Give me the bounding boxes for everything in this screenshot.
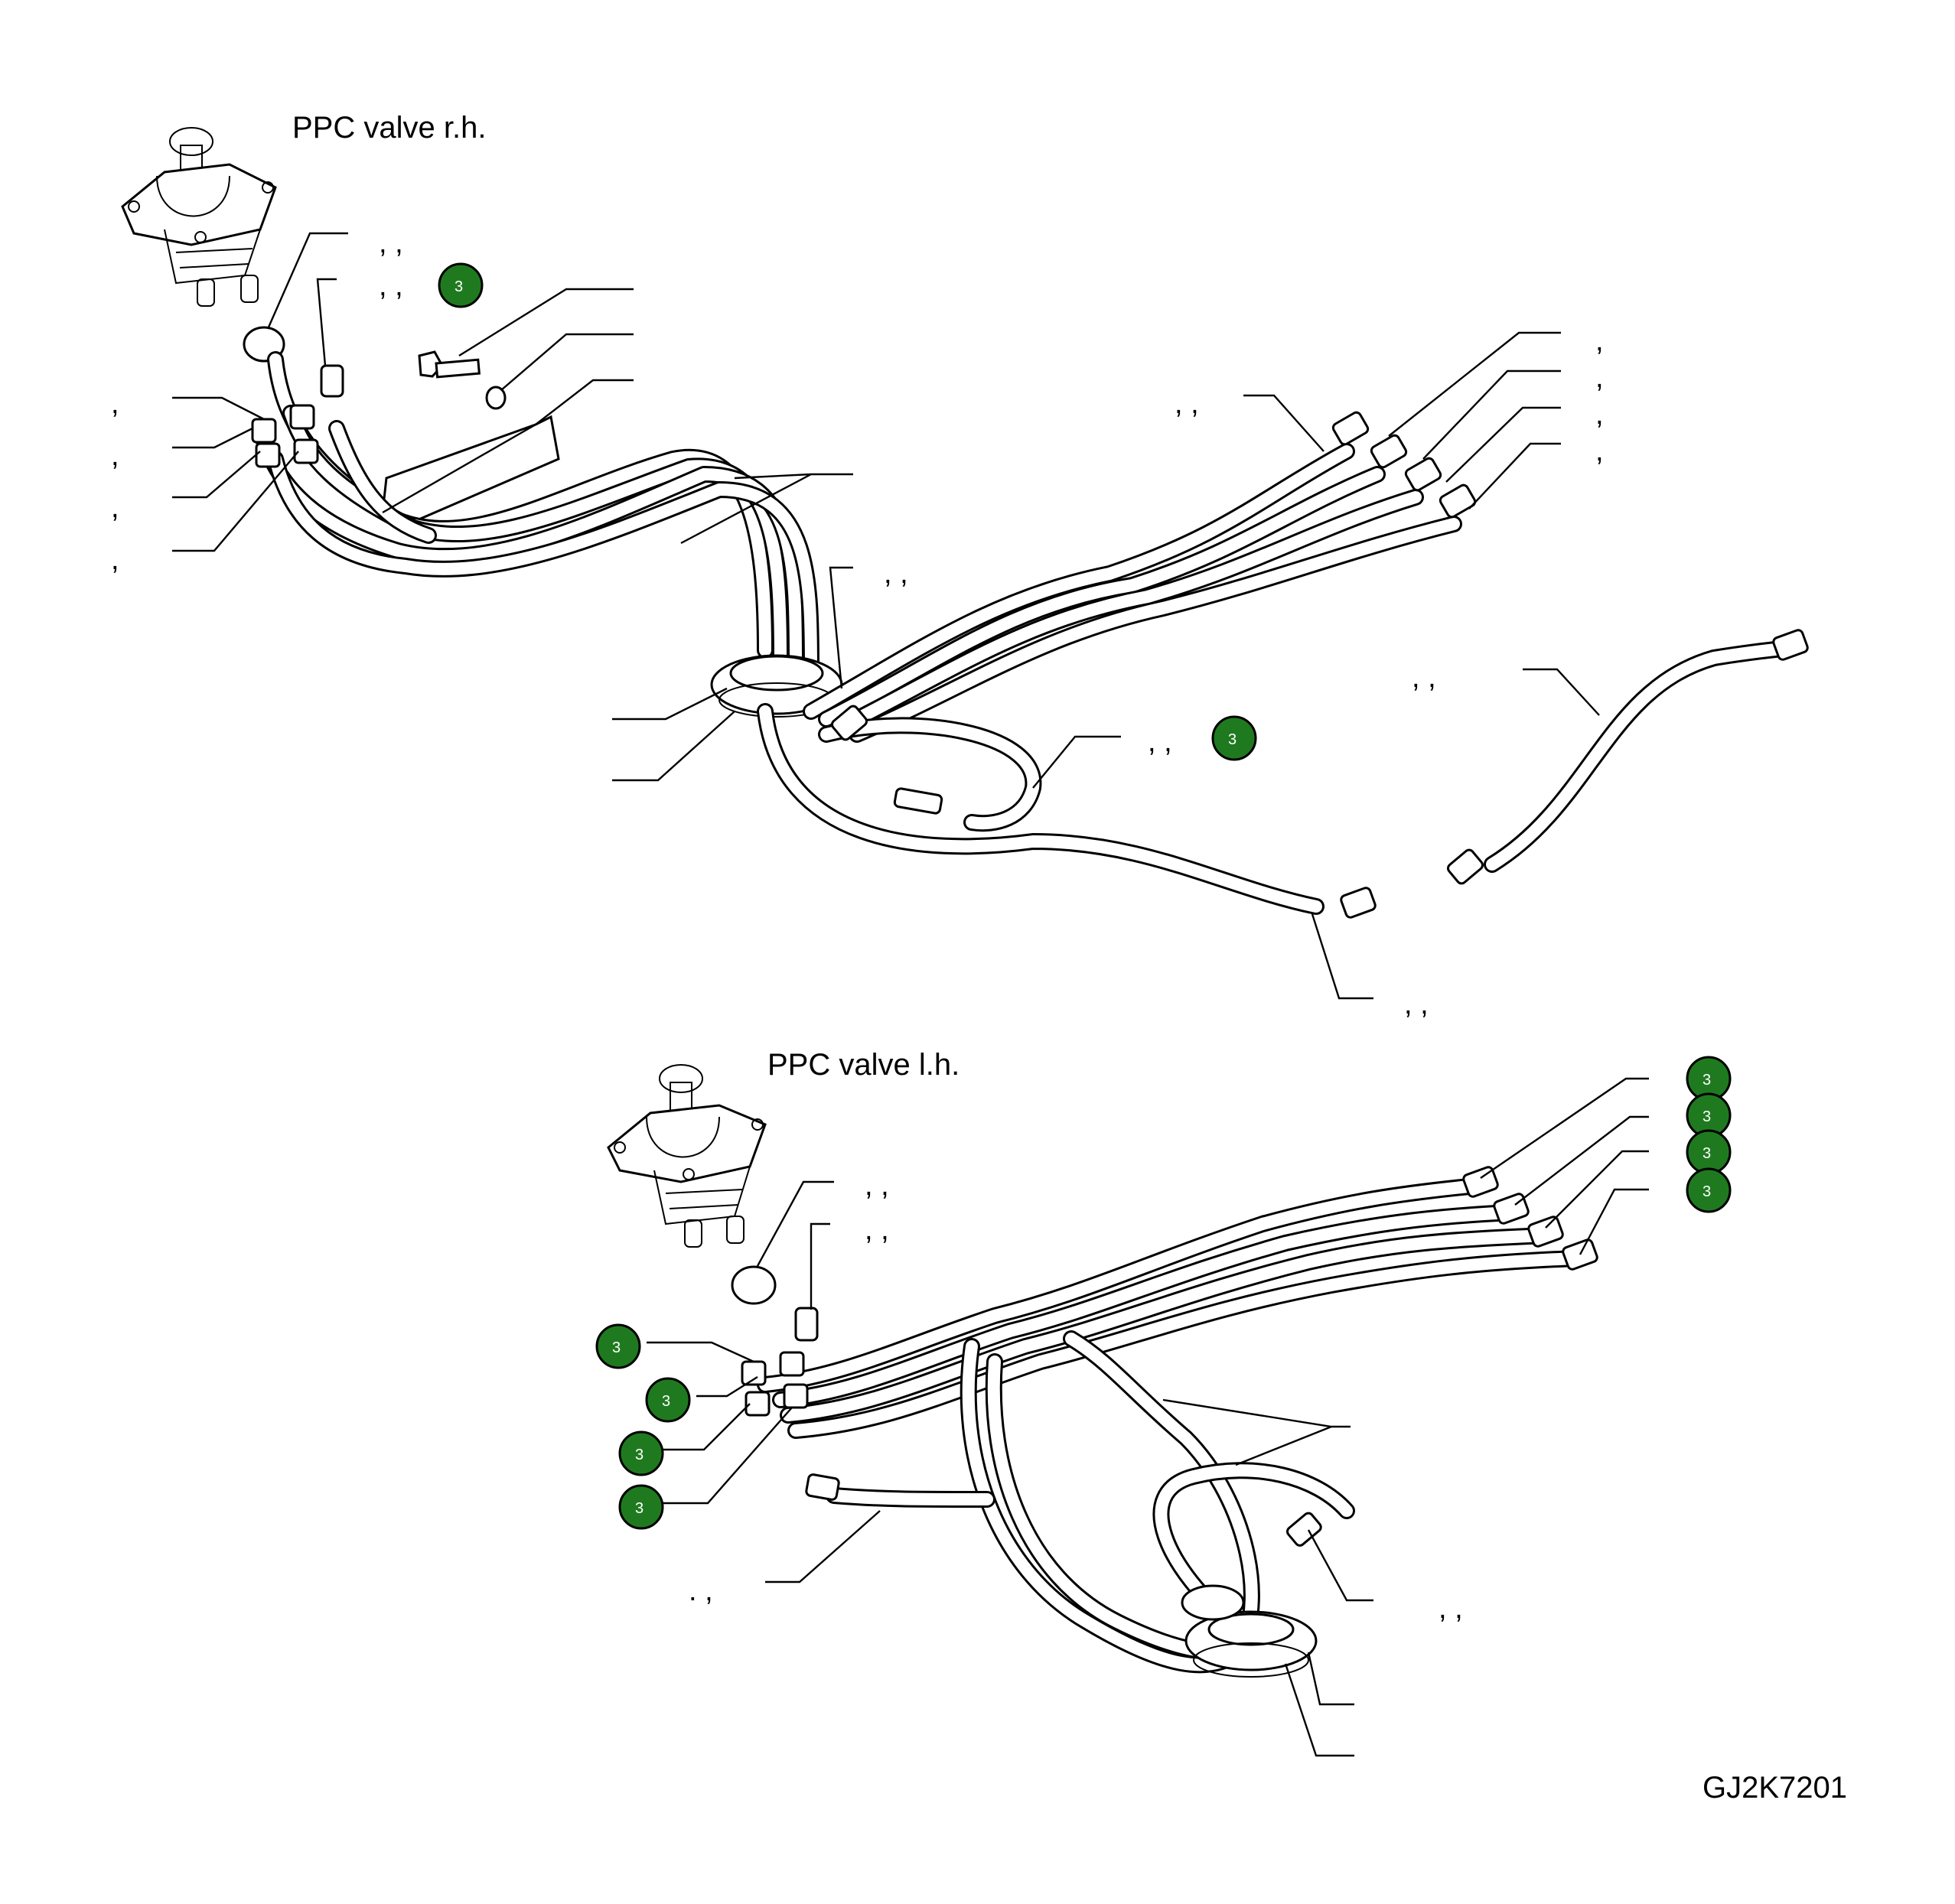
svg-text:3: 3 [662, 1393, 670, 1410]
svg-text:3: 3 [635, 1447, 644, 1463]
callout-rh-t2: , , [379, 270, 403, 302]
callout-rh-c3: , , [1148, 726, 1172, 758]
callout-rh-r2: , [1595, 362, 1604, 394]
hose-bundle-rh [252, 351, 819, 682]
fittings-rh-right [830, 411, 1809, 919]
bolt-washer-rh [418, 350, 507, 410]
callout-lh-t1: , , [865, 1170, 889, 1202]
callout-rh-m1: , , [1175, 388, 1199, 420]
callout-rh-l4: , [111, 544, 119, 576]
hose-bundle-lh [757, 1177, 1585, 1674]
leaders-rh [172, 232, 1600, 1000]
badge-lh-1: 3 [595, 1323, 641, 1369]
callout-lh-t2: , , [865, 1214, 889, 1246]
callout-lh-b1: . , [689, 1575, 713, 1607]
svg-text:3: 3 [1228, 731, 1237, 748]
valve-rh-title: PPC valve r.h. [292, 111, 486, 145]
grommet-lh [1181, 1584, 1318, 1678]
callout-rh-c1: , , [884, 558, 908, 590]
protective-cap-lh [731, 1265, 819, 1342]
badge-rh-2: 3 [1211, 715, 1257, 761]
callout-rh-r3: , [1595, 399, 1604, 431]
callout-rh-r4: , [1595, 435, 1604, 467]
badge-lh-8: 3 [1686, 1167, 1732, 1213]
badge-rh-1: 3 [438, 262, 484, 308]
ppc-valve-lh-illustration [607, 1064, 767, 1248]
hose-bundle-rh-right [757, 443, 1807, 915]
badge-lh-2: 3 [645, 1377, 691, 1423]
svg-text:3: 3 [1702, 1072, 1711, 1089]
badge-lh-4: 3 [618, 1484, 664, 1530]
callout-rh-r1: , [1595, 325, 1604, 357]
svg-text:3: 3 [1702, 1183, 1711, 1200]
svg-text:3: 3 [635, 1500, 644, 1517]
callout-rh-c2: , , [1412, 662, 1436, 694]
svg-text:3: 3 [1702, 1145, 1711, 1162]
leaders-lh [647, 1077, 1649, 1757]
callout-rh-t1: , , [379, 227, 403, 259]
valve-lh-title: PPC valve l.h. [767, 1048, 960, 1082]
svg-text:3: 3 [612, 1339, 621, 1356]
protective-cap-rh [243, 326, 344, 398]
fittings-rh-left [251, 404, 319, 468]
callout-lh-c1: , , [1439, 1593, 1463, 1625]
fittings-lh-left [741, 1351, 1322, 1547]
svg-text:3: 3 [1702, 1108, 1711, 1125]
ppc-valve-rh-illustration [121, 127, 277, 307]
callout-rh-l1: , [111, 388, 119, 420]
callout-rh-l2: , [111, 440, 119, 472]
callout-rh-b1: , , [1404, 988, 1429, 1020]
callout-rh-l3: , [111, 492, 119, 524]
svg-text:3: 3 [455, 278, 463, 295]
badge-lh-7: 3 [1686, 1129, 1732, 1175]
badge-lh-3: 3 [618, 1430, 664, 1476]
grommet-rh [710, 654, 843, 718]
figure-code: GJ2K7201 [1702, 1771, 1847, 1805]
